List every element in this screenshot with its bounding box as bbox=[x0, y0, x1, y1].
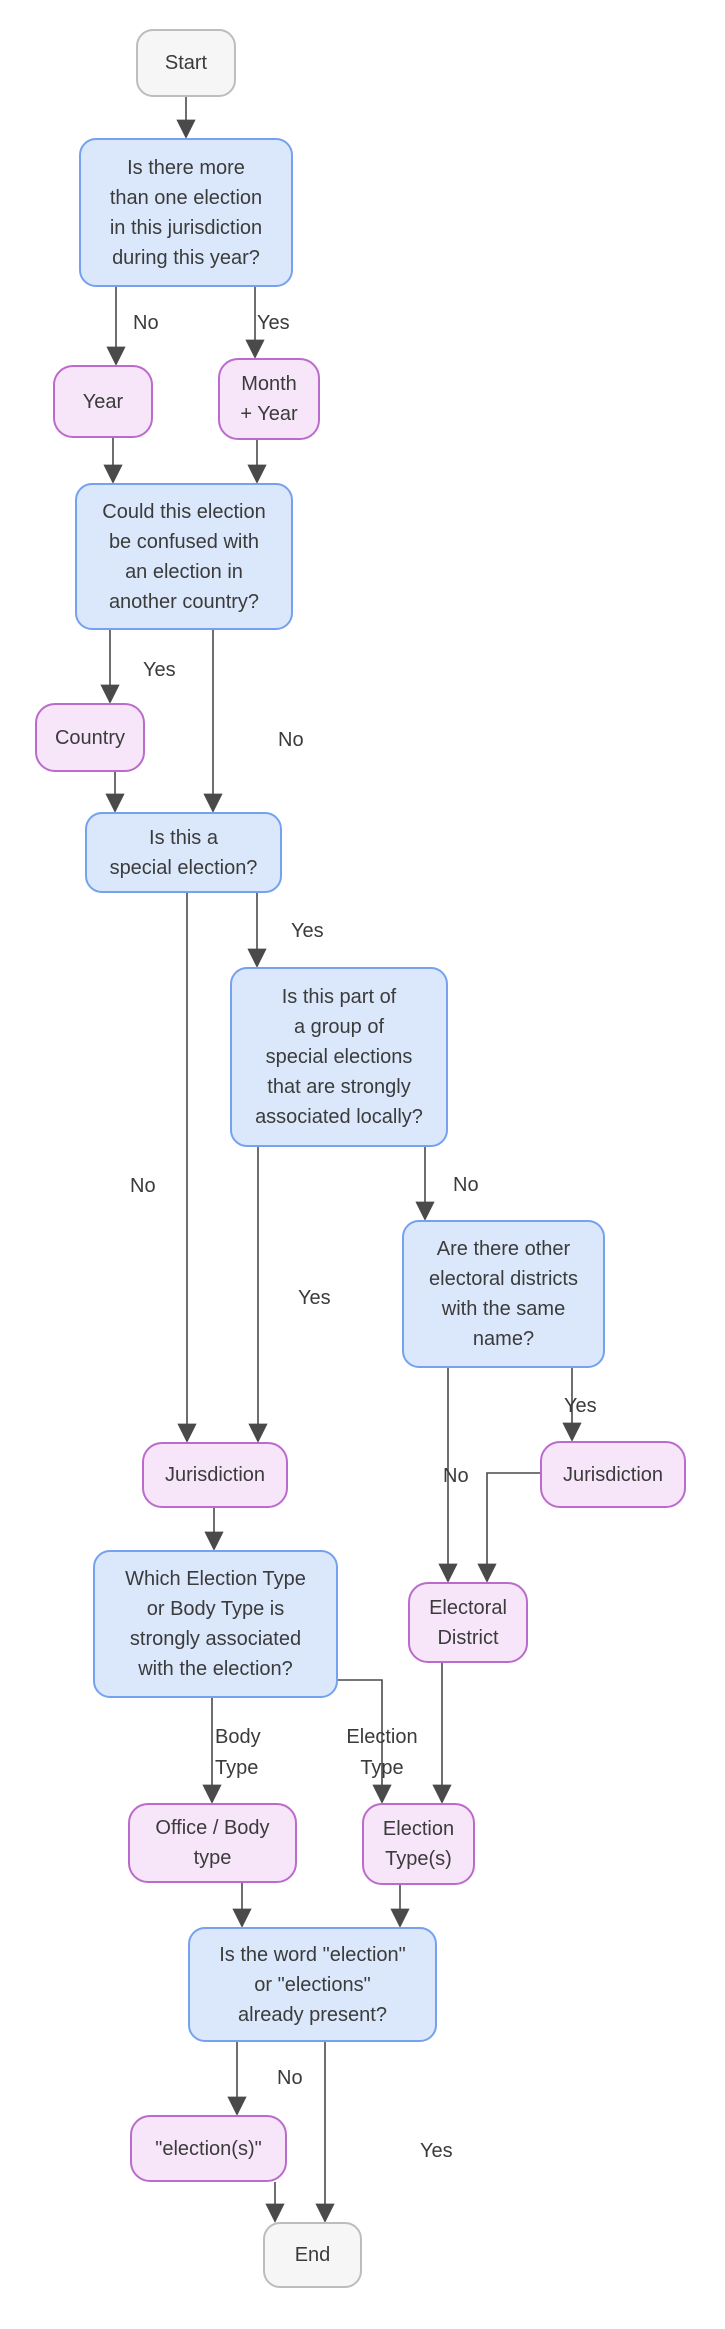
edge-label-group-no: No bbox=[453, 1174, 479, 1196]
node-end: End bbox=[263, 2222, 362, 2288]
node-elections-word: "election(s)" bbox=[130, 2115, 287, 2182]
decision-word-election-present: Is the word "election" or "elections" al… bbox=[188, 1927, 437, 2042]
edge-label-special-yes: Yes bbox=[291, 920, 324, 942]
decision-confused-other-country: Could this election be confused with an … bbox=[75, 483, 293, 630]
edge-label-districts-yes: Yes bbox=[564, 1395, 597, 1417]
decision-group-special-elections: Is this part of a group of special elect… bbox=[230, 967, 448, 1147]
edge-jurisdiction-right-to-electoral-district bbox=[477, 1472, 540, 1583]
node-start: Start bbox=[136, 29, 236, 97]
node-electoral-district: Electoral District bbox=[408, 1582, 528, 1663]
node-month-year: Month + Year bbox=[218, 358, 320, 440]
node-year: Year bbox=[53, 365, 153, 438]
node-election-types: Election Type(s) bbox=[362, 1803, 475, 1885]
node-office-body-type: Office / Body type bbox=[128, 1803, 297, 1883]
edge-label-districts-no: No bbox=[443, 1465, 469, 1487]
edge-label-special-no: No bbox=[130, 1175, 156, 1197]
node-jurisdiction-right: Jurisdiction bbox=[540, 1441, 686, 1508]
decision-other-districts-same-name: Are there other electoral districts with… bbox=[402, 1220, 605, 1368]
edge-label-group-yes: Yes bbox=[298, 1287, 331, 1309]
edge-label-confused-no: No bbox=[278, 729, 304, 751]
edge-label-multiple-yes: Yes bbox=[257, 312, 290, 334]
edge-label-confused-yes: Yes bbox=[143, 659, 176, 681]
edge-label-body-type: Body Type bbox=[215, 1726, 261, 1779]
decision-special-election: Is this a special election? bbox=[85, 812, 282, 893]
node-country: Country bbox=[35, 703, 145, 772]
node-jurisdiction-left: Jurisdiction bbox=[142, 1442, 288, 1508]
edge-label-word-yes: Yes bbox=[420, 2140, 453, 2162]
decision-which-election-or-body-type: Which Election Type or Body Type is stro… bbox=[93, 1550, 338, 1698]
edge-label-election-type: Election Type bbox=[346, 1726, 418, 1779]
edge-label-word-no: No bbox=[277, 2067, 303, 2089]
decision-multiple-elections: Is there more than one election in this … bbox=[79, 138, 293, 287]
edge-label-multiple-no: No bbox=[133, 312, 159, 334]
